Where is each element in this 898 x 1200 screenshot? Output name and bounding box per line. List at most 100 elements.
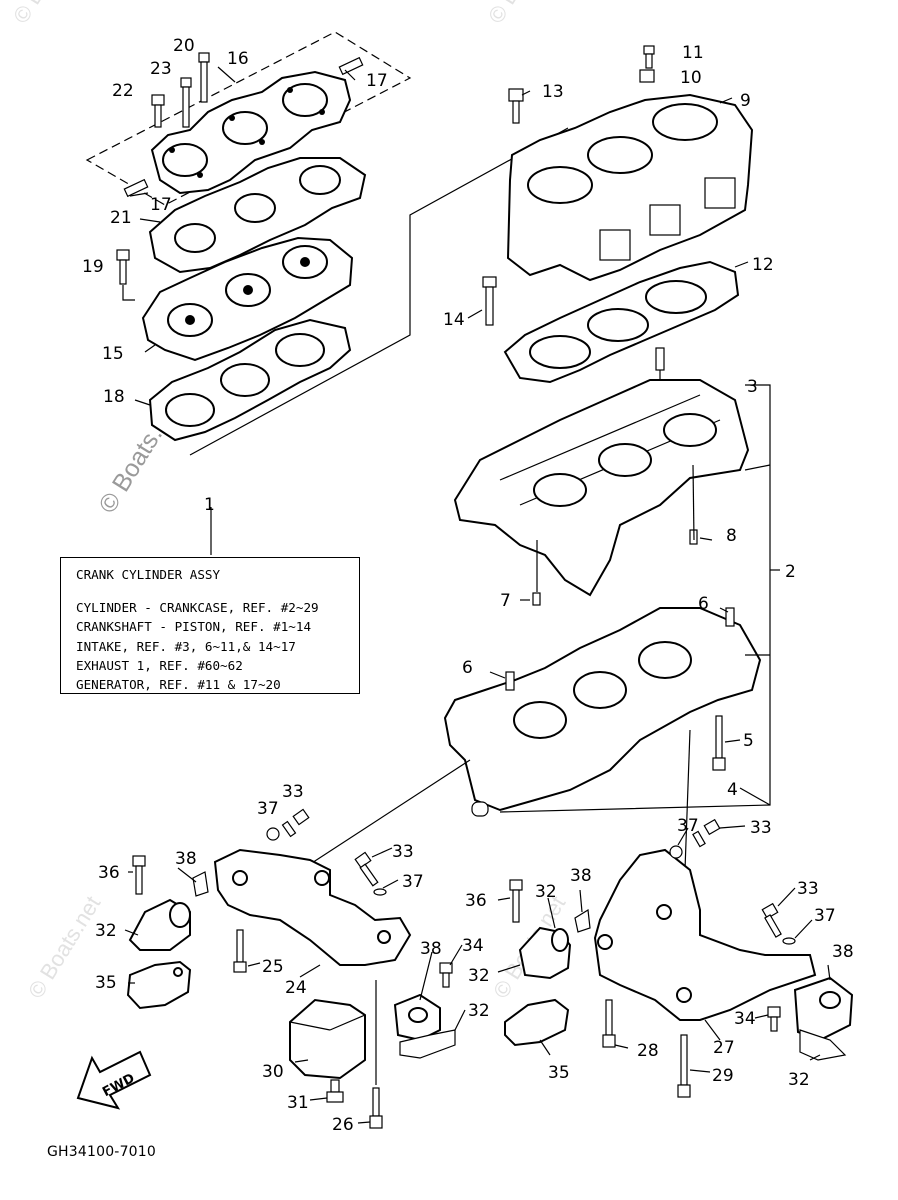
engine-bracket-27: [593, 848, 817, 1021]
note-line: GENERATOR, REF. #11 & 17~20: [76, 677, 281, 693]
note-line: CYLINDER - CRANKCASE, REF. #2~29: [76, 600, 319, 616]
callout-31: 31: [287, 1093, 309, 1113]
callout-16: 16: [227, 49, 249, 69]
stopper-38-left: [192, 871, 209, 897]
rubber-mount-38-mid: [393, 993, 441, 1042]
callout-30: 30: [262, 1062, 284, 1082]
bolt-28: [602, 999, 616, 1048]
callout-4: 4: [727, 780, 738, 800]
callout-2: 2: [785, 562, 796, 582]
callout-17-top: 17: [366, 71, 388, 91]
diagram-code: GH34100-7010: [47, 1144, 156, 1160]
callout-29: 29: [712, 1066, 734, 1086]
note-line: CRANKSHAFT - PISTON, REF. #1~14: [76, 619, 312, 635]
callout-13: 13: [542, 82, 564, 102]
fwd-arrow-icon: FWD: [76, 1050, 152, 1110]
callout-32-right-mid: 32: [468, 966, 490, 986]
callout-9: 9: [740, 91, 751, 111]
rubber-mount-30: [289, 998, 366, 1080]
callout-33-right: 33: [750, 818, 772, 838]
callout-37-mid: 37: [402, 872, 424, 892]
callout-32-far-right: 32: [788, 1070, 810, 1090]
callout-14: 14: [443, 310, 465, 330]
callout-38-right: 38: [570, 866, 592, 886]
callout-10: 10: [680, 68, 702, 88]
callout-6-left: 6: [462, 658, 473, 678]
washer-37-left: [266, 827, 280, 841]
mount-plate-35-right: [504, 998, 570, 1047]
note-line: INTAKE, REF. #3, 6~11,& 14~17: [76, 638, 296, 654]
watermark-faint-bottom: © Boats.net: [23, 892, 105, 1003]
callout-3: 3: [747, 377, 758, 397]
washer-37-far-right: [782, 937, 796, 945]
bolt-33-mid: [354, 851, 379, 887]
callout-32-left: 32: [95, 921, 117, 941]
dowel-3: [655, 347, 665, 371]
engine-bracket-24: [213, 848, 412, 966]
dowel-6-left: [505, 671, 515, 691]
bolt-33-left: [281, 808, 310, 838]
callout-25: 25: [262, 957, 284, 977]
note-title: CRANK CYLINDER ASSY: [76, 567, 221, 582]
callout-28: 28: [637, 1041, 659, 1061]
callout-38-far-right: 38: [832, 942, 854, 962]
callout-36-left: 36: [98, 863, 120, 883]
callout-1: 1: [204, 495, 215, 515]
note-line: EXHAUST 1, REF. #60~62: [76, 657, 243, 673]
leader-lines: [124, 66, 831, 1124]
bolt-34-left: [439, 962, 453, 988]
callout-6-right: 6: [698, 594, 709, 614]
callout-34-right: 34: [734, 1009, 756, 1029]
rubber-mount-32-left: [128, 898, 191, 951]
bolt-23: [180, 77, 192, 128]
bolt-36-left: [132, 855, 146, 895]
rubber-mount-38-right: [793, 976, 854, 1061]
callout-19: 19: [82, 257, 104, 277]
bolt-31: [326, 1079, 344, 1103]
callout-35-left: 35: [95, 973, 117, 993]
callout-37-left: 37: [257, 799, 279, 819]
bolt-22: [151, 94, 165, 128]
callout-34-left: 34: [462, 936, 484, 956]
callout-8: 8: [726, 526, 737, 546]
callout-32-mid: 32: [468, 1001, 490, 1021]
bolt-19: [116, 249, 135, 301]
watermark-faint-top-right: © Boats.net: [483, 0, 565, 28]
callout-20: 20: [173, 36, 195, 56]
callout-24: 24: [285, 978, 307, 998]
bolt-14: [482, 276, 497, 326]
callout-5: 5: [743, 731, 754, 751]
callout-33-mid: 33: [392, 842, 414, 862]
callout-37-right: 37: [677, 816, 699, 836]
callout-17-bottom: 17: [150, 195, 172, 215]
note-spacer: [76, 584, 359, 598]
callout-36-right: 36: [465, 891, 487, 911]
bolt-36-right: [509, 879, 523, 923]
bolt-20: [198, 52, 210, 103]
callout-38-mid: 38: [420, 939, 442, 959]
callout-32-right-top: 32: [535, 882, 557, 902]
crankcase-upper-3: [453, 379, 750, 597]
plug-4: [471, 801, 489, 817]
mount-plate-35-left: [126, 960, 192, 1010]
washer-37-right: [669, 845, 683, 859]
callout-22: 22: [112, 81, 134, 101]
mount-plate-32-mid: [399, 1029, 456, 1059]
rubber-mount-32-right: [518, 926, 572, 980]
callout-labels: 1 2 3 4 5 6 6 7 8 9 10 11 12 13 14 15 16…: [82, 36, 854, 1135]
bolt-33-far-right: [761, 902, 782, 938]
dowel-7: [532, 592, 541, 606]
callout-23: 23: [150, 59, 172, 79]
callout-38-left: 38: [175, 849, 197, 869]
callout-15: 15: [102, 344, 124, 364]
callout-35-right: 35: [548, 1063, 570, 1083]
watermark-faint-top-left: © Boats.net: [8, 0, 90, 28]
callout-21: 21: [110, 208, 132, 228]
bolt-33-right: [692, 818, 721, 848]
bolt-26: [369, 1087, 383, 1129]
dowel-17-top: [338, 56, 364, 76]
bolt-25: [233, 929, 247, 973]
bolt-29: [677, 1034, 691, 1098]
callout-33-far-right: 33: [797, 879, 819, 899]
